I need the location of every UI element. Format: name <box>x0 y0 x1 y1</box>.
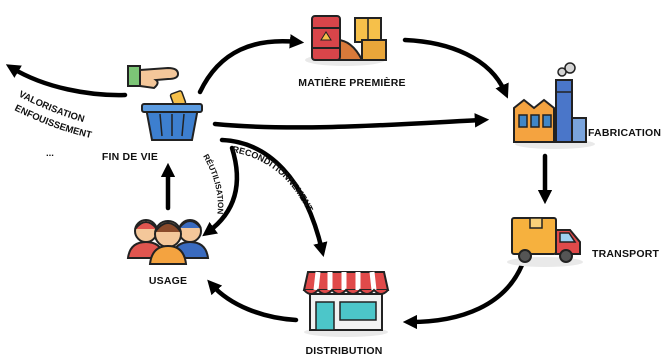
store-icon <box>302 271 390 337</box>
arrow-fin-de-vie-to-fabrication <box>212 113 490 130</box>
transport-label: TRANSPORT <box>592 248 660 260</box>
truck-icon <box>507 217 583 267</box>
basket-hand-icon <box>127 65 203 141</box>
arrow-reconditionnement <box>219 137 328 258</box>
fabrication-label: FABRICATION <box>588 127 661 139</box>
raw-materials-icon <box>305 15 387 66</box>
reutilisation-label: RÉUTILISATION <box>201 153 225 215</box>
arrow-matiere-to-fabrication <box>402 37 509 99</box>
arrow-fin-de-vie-to-matiere <box>197 34 305 95</box>
arrow-valorisation <box>5 64 128 98</box>
fin-de-vie-label: FIN DE VIE <box>102 151 158 163</box>
arrow-distribution-to-usage <box>207 279 299 323</box>
distribution-label: DISTRIBUTION <box>305 345 382 357</box>
ellipsis-label: ... <box>46 148 54 159</box>
arrow-transport-to-distribution <box>402 262 525 330</box>
people-icon <box>126 219 210 265</box>
reconditionnement-label: RECONDITIONNEMENT <box>232 144 315 214</box>
matiere-premiere-label: MATIÈRE PREMIÈRE <box>298 76 405 89</box>
arrow-reutilisation <box>202 145 240 237</box>
usage-label: USAGE <box>149 275 187 287</box>
factory-icon <box>513 62 595 149</box>
